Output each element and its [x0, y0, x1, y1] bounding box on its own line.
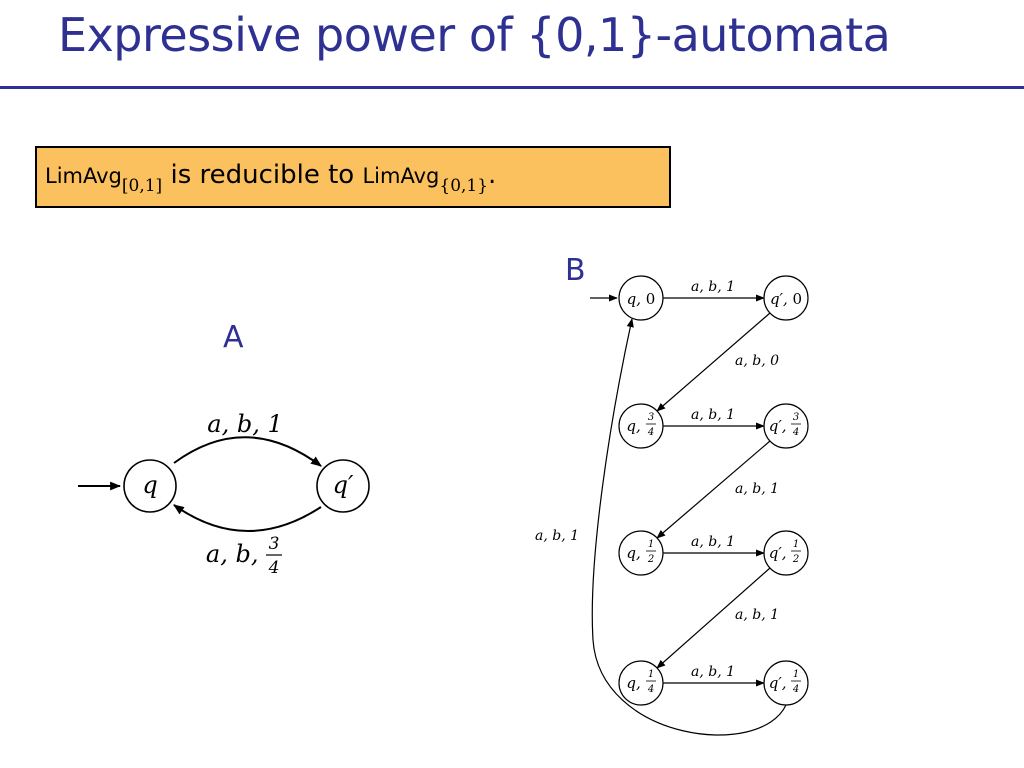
diagram-a-edge-bottom-frac-num: 3 [269, 534, 280, 554]
diagram-b-edge-row-1-label: a, b, 1 [691, 407, 735, 423]
slide-title: Expressive power of {0,1}-automata [58, 8, 891, 62]
diagram-a-state-q-prime [316, 459, 370, 513]
diagram-b-diagonal-2 [656, 567, 771, 669]
diagram-a-label: A [223, 320, 244, 355]
diagram-b-state-q-3-4-den: 4 [647, 427, 654, 438]
diagram-a-state-q [123, 459, 177, 513]
diagram-b-edge-row-0-label: a, b, 1 [691, 279, 735, 295]
diagram-b-state-qprime-1-2-prefix: q′, [769, 544, 792, 562]
diagram-b-diagonal-0 [656, 312, 771, 412]
diagram-b-state-q-1-4-den: 4 [647, 684, 654, 695]
diagram-b-state-q-0-label: q, 0 [627, 290, 656, 308]
reducible-text: is reducible to [162, 160, 363, 190]
diagram-b-state-qprime-1-4-den: 4 [792, 684, 799, 695]
diagram-a-edge-top-label: a, b, 1 [207, 410, 282, 438]
diagram-a-state-q-prime-label: q′ [333, 471, 354, 499]
diagram-b-diagonal-0-label: a, b, 0 [735, 353, 779, 369]
diagram-b-edge-row-3-label: a, b, 1 [691, 664, 735, 680]
limavg-right: LimAvg [362, 164, 440, 188]
statement-period: . [488, 160, 497, 190]
diagram-b-state-q-1-4-num: 1 [648, 669, 654, 680]
diagram-b-state-qprime-1-4-num: 1 [793, 669, 799, 680]
limavg-left-subscript: [0,1] [121, 176, 163, 196]
limavg-right-subscript: {0,1} [439, 176, 489, 196]
diagram-a-edge-q-to-qprime [173, 436, 322, 467]
diagram-b-state-q-3-4-prefix: q, [626, 417, 645, 435]
diagram-b-state-q-3-4-num: 3 [648, 412, 654, 423]
diagram-a-edge-bottom-label-prefix: a, b, [206, 540, 266, 568]
diagram-b-diagonal-1-label: a, b, 1 [735, 481, 779, 497]
diagram-a: q q′ a, b, 1 a, b, 3 4 [78, 410, 370, 578]
reduction-statement-box: LimAvg[0,1] is reducible to LimAvg{0,1}. [35, 146, 671, 208]
diagram-b-state-q-1-2-prefix: q, [626, 544, 645, 562]
diagram-b-state-qprime-1-4-prefix: q′, [769, 674, 792, 692]
diagram-b-state-qprime-1-2-den: 2 [792, 554, 799, 565]
diagram-b-back-edge-label: a, b, 1 [535, 528, 579, 544]
diagram-b-state-qprime-3-4-den: 4 [792, 427, 799, 438]
diagram-a-edge-qprime-to-q [173, 504, 322, 532]
diagram-b: q, 0 q′, 0 a, b, 1 q, 3 4 q′, 3 4 a, b, … [535, 275, 809, 736]
diagram-b-diagonal-1 [656, 440, 771, 539]
diagram-a-edge-bottom-frac-den: 4 [268, 558, 280, 578]
diagram-b-state-q-1-4-prefix: q, [626, 674, 645, 692]
diagram-b-state-qprime-3-4-prefix: q′, [769, 417, 792, 435]
diagram-b-state-qprime-3-4-num: 3 [793, 412, 799, 423]
diagram-b-edge-row-2-label: a, b, 1 [691, 534, 735, 550]
title-underline [0, 86, 1024, 89]
diagram-b-state-qprime-1-2-num: 1 [793, 539, 799, 550]
limavg-left: LimAvg [45, 164, 122, 188]
diagram-b-diagonal-2-label: a, b, 1 [735, 607, 779, 623]
reduction-statement: LimAvg[0,1] is reducible to LimAvg{0,1}. [45, 160, 496, 196]
diagram-b-state-q-1-2-num: 1 [648, 539, 654, 550]
diagram-b-state-q-1-2-den: 2 [647, 554, 654, 565]
diagram-b-label: B [565, 253, 586, 288]
diagram-a-state-q-label: q [142, 471, 157, 499]
diagram-b-back-edge [591, 318, 787, 736]
diagram-b-state-qprime-0-label: q′, 0 [770, 290, 802, 308]
